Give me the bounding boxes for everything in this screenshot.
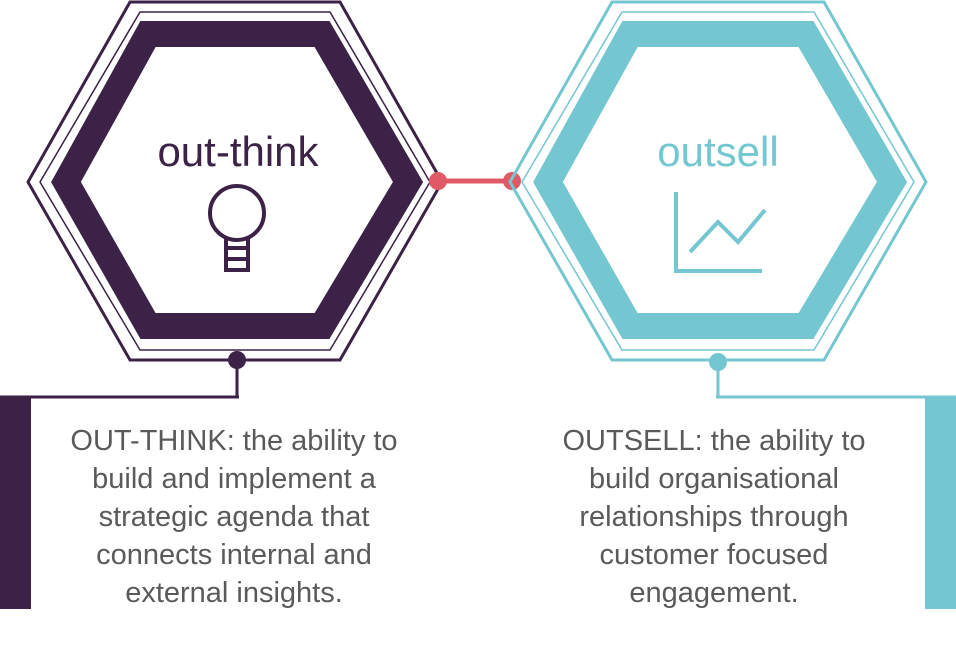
left-description: OUT-THINK: the ability to build and impl… [24,422,444,612]
right-description-line: engagement. [629,577,799,609]
right-description-line: customer focused [599,539,829,571]
left-description-line: build and implement a [92,463,376,495]
line-chart-icon [674,192,767,273]
right-accent-bar [925,397,956,609]
left-hexagon-title: out-think [157,128,319,175]
lightbulb-icon [208,184,266,272]
right-description-line: OUTSELL: the ability to [562,425,866,457]
left-description-line: OUT-THINK: the ability to [70,425,398,457]
right-description-line: build organisational [589,463,839,495]
right-hexagon-group [508,0,956,609]
right-hexagon-thick-ring [533,21,908,339]
right-hexagon-title: outsell [657,128,779,175]
connector-dot-left [429,172,447,190]
center-connector [429,172,521,190]
left-hexagon-outer-frame [26,0,444,362]
left-description-line: connects internal and [96,539,372,571]
left-description-line: external insights. [125,577,343,609]
left-hexagon-thick-ring [51,21,424,339]
left-hexagon-group [0,0,444,609]
right-description-line: relationships through [579,501,849,533]
left-hexagon-inner-frame [39,11,431,351]
right-hexagon-outer-frame [508,0,928,362]
left-accent-bar [0,397,31,609]
right-hexagon-inner-frame [521,11,915,351]
right-description: OUTSELL: the ability to build organisati… [504,422,924,612]
left-description-line: strategic agenda that [98,501,370,533]
